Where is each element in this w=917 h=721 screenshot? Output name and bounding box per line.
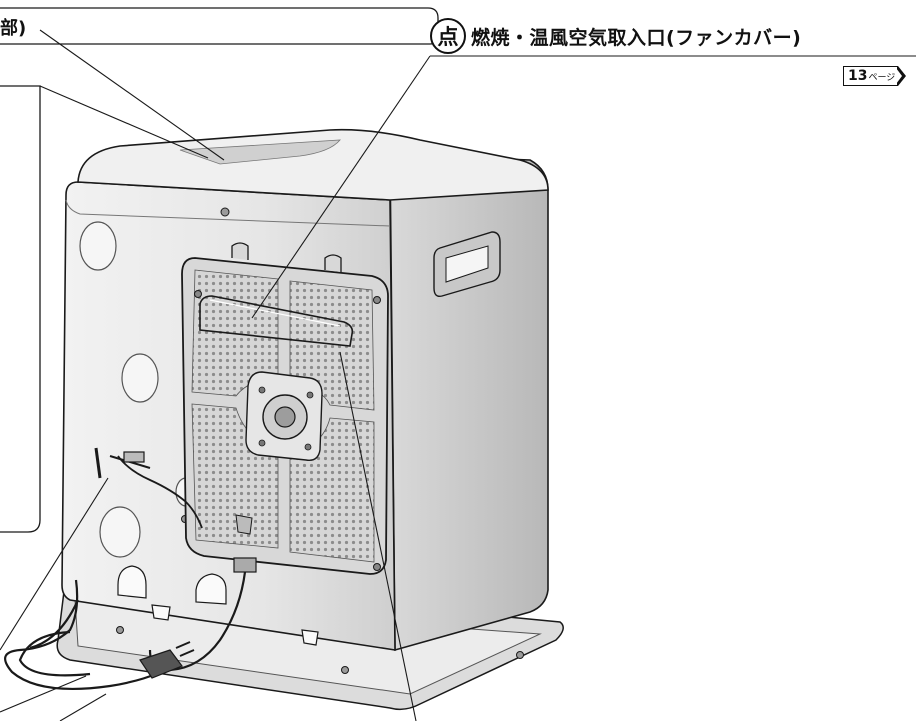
power-plug (139, 641, 195, 679)
intake-callout: 点 燃焼・温風空気取入口(ファンカバー) (430, 18, 801, 54)
page-ref-unit: ページ (868, 72, 896, 83)
check-mark-badge: 点 (430, 18, 466, 54)
intake-label: 燃焼・温風空気取入口(ファンカバー) (471, 26, 802, 49)
page-ref-box: 13 ページ (843, 66, 899, 86)
heater-top-cover (77, 128, 549, 201)
sensor-probe (94, 447, 203, 529)
callout-frame-lower (0, 85, 41, 533)
leader-lines (0, 29, 916, 721)
heater-side-panel (389, 154, 549, 652)
connector-block (233, 557, 257, 573)
page-reference: 13 ページ (843, 66, 907, 86)
left-callout-fragment: 部) (0, 18, 27, 39)
page-ref-arrow-icon (896, 66, 907, 86)
fan-cover (181, 242, 389, 575)
lower-slots (117, 565, 319, 646)
callout-frame (0, 7, 439, 45)
page-ref-number: 13 (848, 68, 868, 84)
